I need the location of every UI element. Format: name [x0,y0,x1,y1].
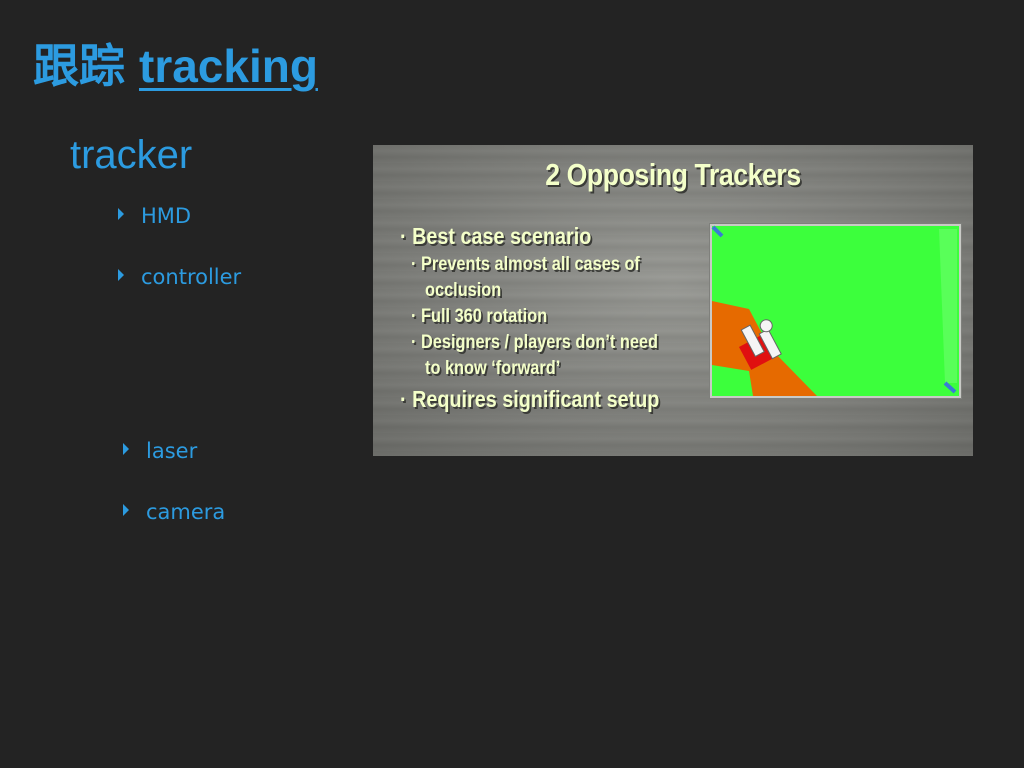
bullet-triangle-icon [118,208,124,220]
embedded-line: · Prevents almost all cases of [411,254,640,275]
embedded-slide-image: 2 Opposing Trackers · Best case scenario… [373,145,973,456]
bullet-item-laser: laser [123,438,197,464]
player-arm-icon [740,324,765,358]
bullet-item-hmd: HMD [118,203,191,229]
tracker-bottom-right-icon [943,381,957,394]
tracker-room-diagram [709,223,962,399]
bullet-label: laser [146,439,198,463]
bullet-triangle-icon [118,269,124,281]
embedded-title: 2 Opposing Trackers [545,157,801,192]
tracker-top-left-icon [711,225,724,238]
slide-title-link[interactable]: tracking [139,40,318,92]
embedded-line: to know ‘forward’ [425,358,561,379]
player-head-icon [759,319,773,333]
slide-title-chinese: 跟踪 [33,39,125,93]
bullet-label: HMD [141,204,192,228]
bullet-item-controller: controller [118,264,241,290]
slide-title: 跟踪 tracking [33,36,318,96]
player-icon [739,319,782,370]
embedded-line: · Full 360 rotation [411,306,548,327]
embedded-line: · Designers / players don’t need [411,332,658,353]
bullet-triangle-icon [123,504,129,516]
bullet-item-camera: camera [123,499,225,525]
embedded-line: · Requires significant setup [400,386,660,412]
embedded-line: · Best case scenario [400,223,592,249]
bullet-triangle-icon [123,443,129,455]
subtitle-tracker: tracker [70,133,193,177]
embedded-line: occlusion [425,280,502,301]
bullet-label: camera [146,500,226,524]
coverage-edge [939,229,957,383]
bullet-label: controller [141,265,242,289]
